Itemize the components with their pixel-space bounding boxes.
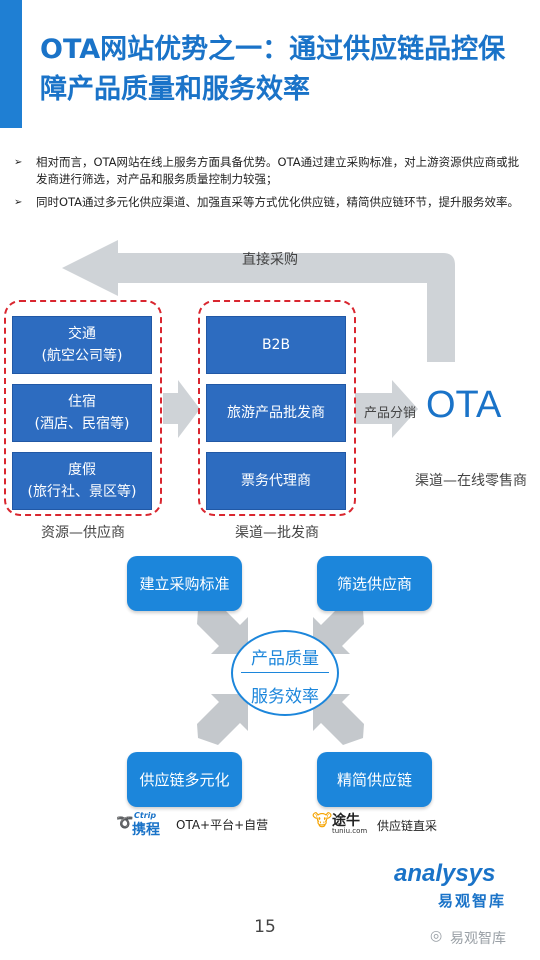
wholesaler-travel-box: 旅游产品批发商 xyxy=(206,384,346,442)
direct-procurement-label: 直接采购 xyxy=(242,252,298,268)
arrow-bottom-left xyxy=(197,694,248,745)
watermark-text: 易观智库 xyxy=(450,931,506,947)
supplier-name: 交通 xyxy=(68,326,96,342)
supplier-examples: (旅行社、景区等) xyxy=(27,484,137,500)
supplier-transport-box: 交通 (航空公司等) xyxy=(12,316,152,374)
supplier-name: 度假 xyxy=(68,462,96,478)
supplier-examples: (酒店、民宿等) xyxy=(34,416,130,432)
wholesalers-caption: 渠道—批发商 xyxy=(235,525,319,541)
supplier-vacation-box: 度假 (旅行社、景区等) xyxy=(12,452,152,510)
supplier-lodging-box: 住宿 (酒店、民宿等) xyxy=(12,384,152,442)
center-quality-label: 产品质量 xyxy=(251,649,319,669)
wechat-watermark: ◎ 易观智库 xyxy=(430,926,540,950)
tuniu-logo: 🐮 途牛 tuniu.com xyxy=(312,809,374,837)
suppliers-group xyxy=(4,300,162,516)
bullet-item-2: ➢ 同时OTA通过多元化供应渠道、加强直采等方式优化供应链，精简供应链环节，提升… xyxy=(14,194,530,230)
supplier-screening-box: 筛选供应商 xyxy=(317,556,432,611)
brand-logo-en: analysys xyxy=(394,860,496,887)
tuniu-logo-cn: 途牛 xyxy=(332,813,360,829)
streamlined-supply-box: 精简供应链 xyxy=(317,752,432,807)
arrow-bottom-right xyxy=(313,694,364,745)
page-number: 15 xyxy=(254,917,276,937)
arrow-top-left xyxy=(197,603,248,654)
brand-logo-cn: 易观智库 xyxy=(438,892,507,910)
ota-label: OTA xyxy=(426,384,502,426)
tuniu-mascot-icon: 🐮 xyxy=(312,811,333,831)
wholesaler-ticket-box: 票务代理商 xyxy=(206,452,346,510)
supplier-examples: (航空公司等) xyxy=(41,348,123,364)
tuniu-model-text: 供应链直采 xyxy=(377,819,438,833)
analysys-logo: analysys 易观智库 xyxy=(392,860,532,912)
supplier-to-wholesaler-arrow xyxy=(163,380,200,438)
header-accent-bar xyxy=(0,0,22,128)
supplier-name: 住宿 xyxy=(68,394,96,410)
center-divider xyxy=(241,672,329,673)
bullet-text: 相对而言，OTA网站在线上服务方面具备优势。OTA通过建立采购标准，对上游资源供… xyxy=(36,155,520,186)
quality-center-circle: 产品质量 服务效率 xyxy=(231,630,339,716)
ota-caption: 渠道—在线零售商 xyxy=(415,473,527,489)
distribution-label: 产品分销 xyxy=(363,406,416,421)
bullet-arrow-icon: ➢ xyxy=(14,157,23,168)
distribution-arrow xyxy=(355,380,418,438)
ctrip-logo-en: Ctrip xyxy=(134,811,157,820)
wholesaler-b2b-box: B2B xyxy=(206,316,346,374)
diversified-supply-box: 供应链多元化 xyxy=(127,752,242,807)
center-efficiency-label: 服务效率 xyxy=(251,687,319,707)
wechat-icon: ◎ xyxy=(430,928,443,944)
ctrip-logo-cn: 携程 xyxy=(132,822,160,838)
procurement-standard-box: 建立采购标准 xyxy=(127,556,242,611)
bullet-text: 同时OTA通过多元化供应渠道、加强直采等方式优化供应链，精简供应链环节，提升服务… xyxy=(36,195,520,209)
dolphin-icon: ➰ xyxy=(116,815,134,831)
bullet-item-1: ➢ 相对而言，OTA网站在线上服务方面具备优势。OTA通过建立采购标准，对上游资… xyxy=(14,154,530,190)
ctrip-logo: ➰ Ctrip 携程 xyxy=(116,811,172,838)
arrow-top-right xyxy=(313,603,364,654)
wholesalers-group xyxy=(198,300,356,516)
ctrip-model-text: OTA+平台+自营 xyxy=(176,818,269,832)
bullet-arrow-icon: ➢ xyxy=(14,197,23,208)
direct-procurement-arrow xyxy=(62,240,455,362)
page-title: OTA网站优势之一：通过供应链品控保障产品质量和服务效率 xyxy=(40,34,506,105)
suppliers-caption: 资源—供应商 xyxy=(41,525,125,541)
tuniu-logo-url: tuniu.com xyxy=(332,827,368,835)
